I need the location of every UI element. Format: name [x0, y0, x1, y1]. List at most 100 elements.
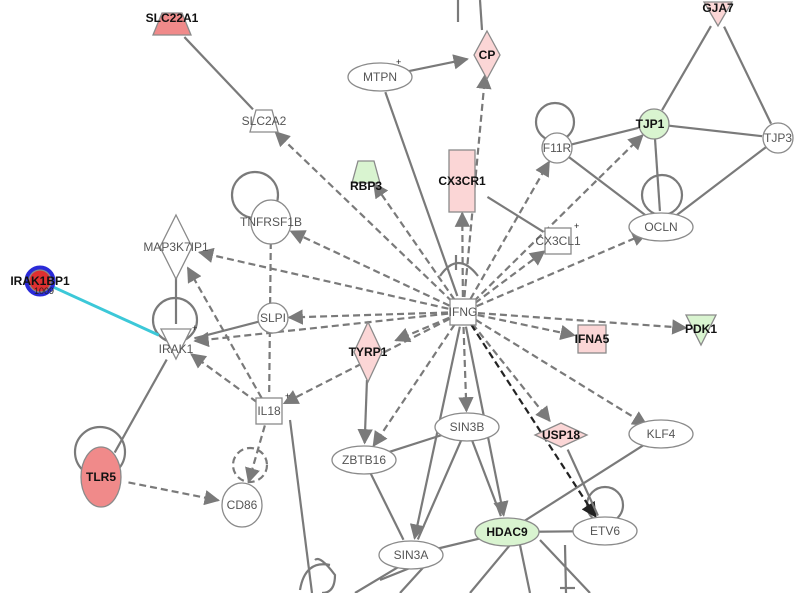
node-label: MTPN — [363, 70, 397, 84]
node-pdk1[interactable]: PDK1 — [684, 314, 718, 347]
edge-ifng-to-ocln[interactable] — [476, 231, 648, 308]
edge-ifng-to-tjp1[interactable] — [472, 134, 644, 303]
edge-ifng-to-tyrp1[interactable] — [394, 316, 450, 343]
node-label: F11R — [543, 141, 572, 155]
edge-ifng-to-etv6[interactable] — [470, 323, 597, 519]
node-irak1[interactable]: +IRAK1 — [159, 323, 198, 361]
edge-ifng-to-tnfrsf1b[interactable] — [289, 230, 450, 307]
node-gja7[interactable]: GJA7 — [702, 1, 734, 28]
node-map3k7ip1[interactable]: MAP3K7IP1 — [143, 213, 209, 281]
node-label: IRAK1 — [159, 342, 194, 356]
edge-slc22a1-to-slc2a2[interactable] — [183, 36, 254, 111]
edge-ifng-to-irak1[interactable] — [193, 312, 449, 348]
node-tnfrsf1b[interactable]: TNFRSF1B — [240, 199, 302, 245]
edge-sin3b-to-hdac9[interactable] — [470, 439, 502, 517]
node-usp18[interactable]: USP18 — [533, 422, 589, 448]
edge-ifng-to-rbp3[interactable] — [373, 182, 456, 301]
edge-tjp3-to-ocln[interactable] — [673, 145, 768, 219]
node-tjp1[interactable]: TJP1 — [636, 108, 670, 140]
node-ifna5[interactable]: IFNA5 — [575, 324, 610, 354]
node-ifng[interactable]: IFNG — [449, 298, 478, 326]
edge-ifng-to-klf4[interactable] — [475, 318, 648, 427]
node-shape-ifng — [449, 298, 477, 326]
node-ocln[interactable]: OCLN — [628, 212, 694, 242]
node-il18[interactable]: +IL18 — [255, 391, 290, 425]
node-slc22a1[interactable]: SLC22A1 — [146, 11, 199, 36]
edge-f11r-to-tjp1[interactable] — [570, 126, 639, 146]
node-shape-gja7 — [702, 1, 734, 28]
node-shape-cx3cl1 — [544, 227, 572, 255]
node-rbp3[interactable]: RBP3 — [350, 160, 382, 193]
edge-ifng-to-pdk1[interactable] — [477, 311, 688, 335]
node-tlr5[interactable]: TLR5 — [80, 446, 122, 508]
edge-ifng-to-zbtb16[interactable] — [372, 323, 456, 448]
node-mtpn[interactable]: +MTPN — [347, 57, 413, 92]
edge-gja7-to-tjp1[interactable] — [661, 25, 712, 111]
node-shape-cd86 — [221, 482, 263, 528]
edge-tjp1-to-tjp3[interactable] — [667, 124, 763, 138]
node-shape-cx3cr1 — [448, 149, 476, 213]
edge-ifng-to-map3k7ip1[interactable] — [197, 247, 449, 310]
node-label: USP18 — [542, 428, 580, 442]
node-label: SLC22A1 — [146, 11, 199, 25]
edge-ifng-to-ifna5[interactable] — [477, 313, 576, 341]
edge-ifng-to-cx3cr1[interactable] — [454, 211, 471, 298]
node-etv6[interactable]: ETV6 — [572, 516, 638, 546]
edge-il18-to-map3k7ip1[interactable] — [186, 266, 263, 399]
node-shape-rbp3 — [351, 160, 381, 184]
edge-tnfrsf1b-to-il18[interactable] — [268, 241, 272, 395]
node-shape-map3k7ip1 — [159, 213, 193, 281]
node-shape-sin3b — [434, 412, 500, 442]
node-slpi[interactable]: SLPI — [257, 302, 289, 334]
edge-il18-to-cd86[interactable] — [245, 425, 266, 484]
edge-tyrp1-to-zbtb16[interactable] — [357, 379, 373, 445]
edge-il18-to-irak1[interactable] — [190, 353, 258, 404]
edge-f11r-to-ocln[interactable] — [567, 155, 649, 219]
edge-tjp1-to-ocln[interactable] — [653, 137, 662, 212]
edge-cx3cr1-to-cx3cl1[interactable] — [486, 195, 545, 233]
node-hdac9[interactable]: HDAC9 — [474, 517, 540, 547]
edge-ifng-to-f11r[interactable] — [469, 160, 550, 300]
node-label: TJP1 — [636, 117, 665, 131]
node-shape-slc22a1 — [152, 12, 192, 36]
node-shape-sin3a — [378, 540, 444, 570]
node-f11r[interactable]: F11R — [541, 132, 573, 164]
node-sin3b[interactable]: SIN3B — [434, 412, 500, 442]
node-shape-mtpn — [347, 62, 413, 92]
edge-ifng-to-cx3cl1[interactable] — [474, 250, 546, 304]
node-cx3cl1[interactable]: +CX3CL1 — [535, 221, 581, 255]
edge-sin3b-to-sin3a[interactable] — [416, 439, 463, 540]
node-cd86[interactable]: CD86 — [221, 482, 263, 528]
edge-gja7-to-tjp3[interactable] — [723, 26, 773, 125]
edge-zbtb16-to-sin3a[interactable] — [369, 472, 405, 541]
edge-ifng-to-slc2a2[interactable] — [274, 131, 453, 303]
node-sin3a[interactable]: SIN3A — [378, 540, 444, 570]
edge-tlr5-to-cd86[interactable] — [128, 481, 220, 506]
edge-klf4-to-hdac9[interactable] — [520, 441, 649, 524]
node-label: IFNA5 — [575, 332, 610, 346]
edge-ifng-to-sin3b[interactable] — [458, 326, 474, 413]
edge-ifng-to-slpi[interactable] — [287, 309, 449, 325]
node-label: SLPI — [260, 311, 286, 325]
edge-slpi-to-irak1[interactable] — [194, 320, 260, 340]
node-cx3cr1[interactable]: CX3CR1 — [438, 149, 486, 213]
node-shape-klf4 — [628, 419, 694, 449]
node-klf4[interactable]: KLF4 — [628, 419, 694, 449]
edge-ifng-to-usp18[interactable] — [471, 323, 551, 423]
node-tyrp1[interactable]: TYRP1 — [349, 320, 388, 384]
node-label: CX3CL1 — [535, 234, 581, 248]
edge-usp18-to-etv6[interactable] — [566, 449, 599, 517]
edge-irak1bp1-to-irak1[interactable] — [52, 285, 160, 337]
node-shape-f11r — [541, 132, 573, 164]
edge-mtpn-to-ifng[interactable] — [384, 91, 459, 297]
edge-tlr5-to-irak1[interactable] — [113, 359, 168, 454]
node-zbtb16[interactable]: ZBTB16 — [331, 445, 397, 475]
node-slc2a2[interactable]: SLC2A2 — [242, 109, 287, 133]
node-tjp3[interactable]: TJP3 — [762, 122, 794, 154]
node-cp[interactable]: CP — [473, 29, 501, 81]
node-label: ZBTB16 — [342, 453, 386, 467]
node-shape-pdk1 — [684, 314, 718, 347]
